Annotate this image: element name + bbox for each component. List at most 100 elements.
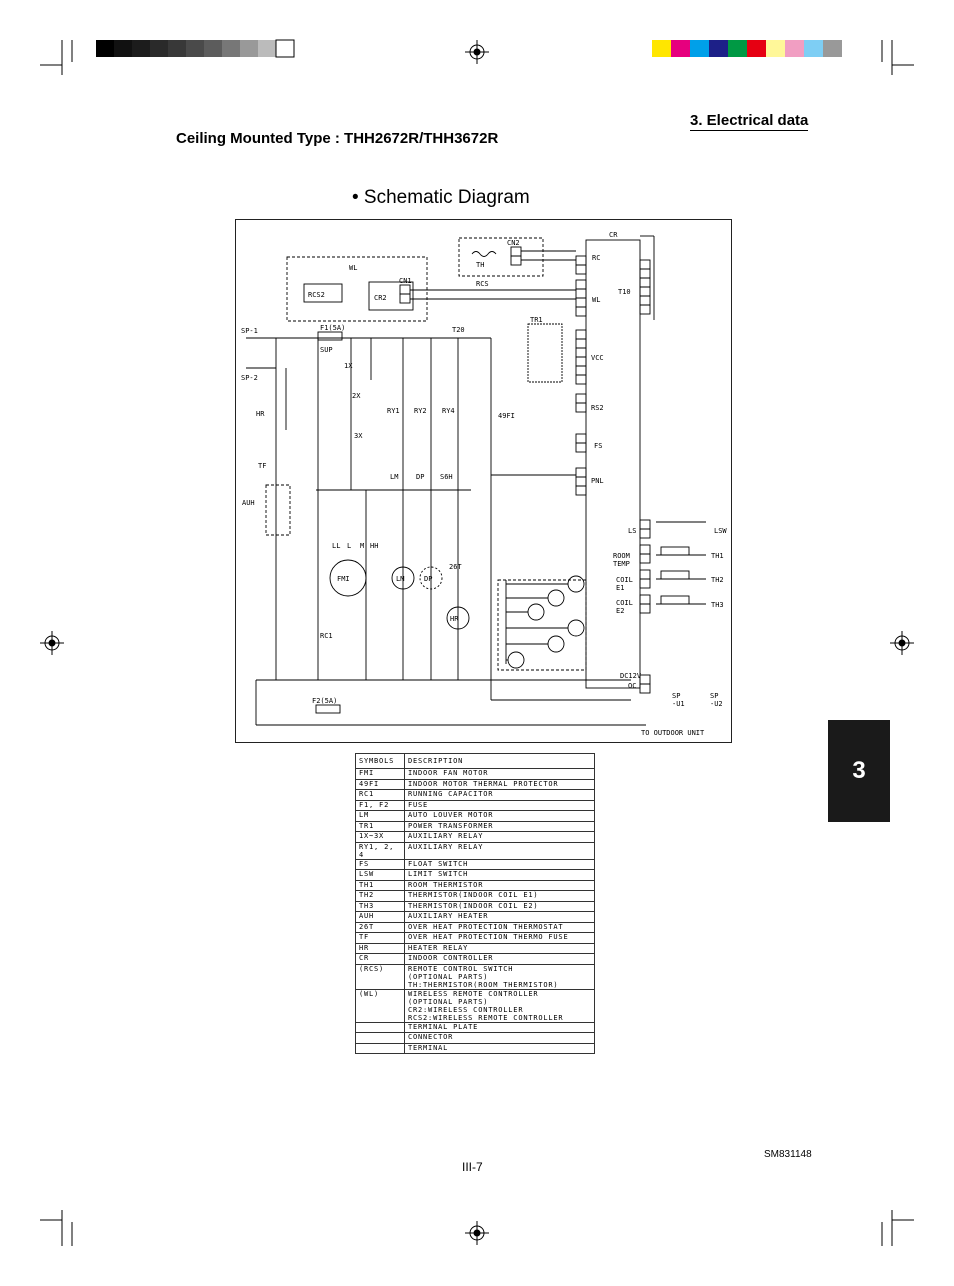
- cr-controller: [585, 239, 641, 689]
- legend-symbol: [355, 1042, 405, 1054]
- label-m: M: [360, 542, 364, 550]
- label-f1: F1(5A): [320, 324, 345, 332]
- color-swatch: [671, 40, 690, 57]
- rcs-box: [458, 237, 544, 277]
- legend-symbol: 1X~3X: [355, 831, 405, 843]
- label-th1: TH1: [711, 552, 724, 560]
- label-ll: LL: [332, 542, 340, 550]
- label-th2: TH2: [711, 576, 724, 584]
- label-tf: TF: [258, 462, 266, 470]
- label-rc: RC: [592, 254, 600, 262]
- legend-symbol: CR: [355, 953, 405, 965]
- legend-description: FLOAT SWITCH: [404, 858, 595, 870]
- legend-symbol: TF: [355, 932, 405, 944]
- legend-description: REMOTE CONTROL SWITCH (OPTIONAL PARTS) T…: [404, 963, 595, 990]
- legend-symbol: AUH: [355, 911, 405, 923]
- legend-col-symbols: SYMBOLS: [355, 753, 405, 769]
- hr-relay-coil: [446, 606, 470, 630]
- legend-description: AUXILIARY RELAY: [404, 831, 595, 843]
- label-rcs2: RCS2: [308, 291, 325, 299]
- connector-pin: [575, 433, 587, 444]
- connector-pin: [639, 578, 651, 589]
- label-th3: TH3: [711, 601, 724, 609]
- doc-code: SM831148: [764, 1149, 812, 1160]
- label-dp2: DP: [416, 473, 424, 481]
- legend-description: THERMISTOR(INDOOR COIL E2): [404, 900, 595, 912]
- label-l: L: [347, 542, 351, 550]
- legend-description: AUTO LOUVER MOTOR: [404, 810, 595, 822]
- legend-description: AUXILIARY RELAY: [404, 841, 595, 860]
- connector-pin: [575, 264, 587, 275]
- connector-pin: [575, 279, 587, 290]
- connector-pin: [575, 297, 587, 308]
- legend-description: FUSE: [404, 799, 595, 811]
- label-ls: LS: [628, 527, 636, 535]
- connector-pin: [575, 329, 587, 340]
- legend-description: TERMINAL PLATE: [404, 1021, 595, 1033]
- label-sup: SUP: [320, 346, 333, 354]
- label-hh: HH: [370, 542, 378, 550]
- legend-row: (RCS)REMOTE CONTROL SWITCH (OPTIONAL PAR…: [355, 963, 595, 990]
- label-t10: T10: [618, 288, 631, 296]
- label-rc1: RC1: [320, 632, 333, 640]
- legend-symbol: TR1: [355, 820, 405, 832]
- connector-pin: [575, 306, 587, 317]
- legend-description: INDOOR CONTROLLER: [404, 953, 595, 965]
- connector-pin: [575, 338, 587, 349]
- color-swatch: [728, 40, 747, 57]
- connector-pin: [639, 528, 651, 539]
- connector-pin: [639, 304, 651, 315]
- legend-description: HEATER RELAY: [404, 942, 595, 954]
- label-lm2: LM: [390, 473, 398, 481]
- registration-target-top: [465, 40, 489, 64]
- legend-symbol: HR: [355, 942, 405, 954]
- connector-pin: [639, 286, 651, 297]
- label-to-outdoor: TO OUTDOOR UNIT: [641, 729, 705, 737]
- label-sp-u2: -U2: [710, 700, 723, 708]
- label-ry1: RY1: [387, 407, 400, 415]
- label-wl2: WL: [592, 296, 600, 304]
- legend-symbol: FS: [355, 858, 405, 870]
- registration-target-right: [890, 631, 914, 655]
- legend-symbol: 49FI: [355, 778, 405, 790]
- legend-row: CONNECTOR: [355, 1032, 595, 1044]
- connector-pin: [575, 374, 587, 385]
- legend-symbol: TH3: [355, 900, 405, 912]
- grayscale-bar: [96, 39, 295, 58]
- color-swatch: [690, 40, 709, 57]
- chapter-tab: 3: [828, 720, 890, 822]
- label-lm: LM: [396, 575, 404, 583]
- label-coil-e2: E2: [616, 607, 624, 615]
- color-bar: [652, 40, 842, 57]
- legend-symbol: RY1, 2, 4: [355, 841, 405, 860]
- label-auh: AUH: [242, 499, 255, 507]
- label-sp-u2: SP: [710, 692, 718, 700]
- page-number: III-7: [462, 1160, 483, 1174]
- connector-pin: [575, 365, 587, 376]
- registration-target-bottom: [465, 1221, 489, 1245]
- label-coil-e1: E1: [616, 584, 624, 592]
- legend-row: TERMINAL PLATE: [355, 1021, 595, 1033]
- label-t20: T20: [452, 326, 465, 334]
- label-sp1: SP-1: [241, 327, 258, 335]
- label-f49: 49FI: [498, 412, 515, 420]
- label-lsw: LSW: [714, 527, 727, 535]
- connector-pin: [575, 476, 587, 487]
- label-ry4: RY4: [442, 407, 455, 415]
- legend-symbol: [355, 1021, 405, 1033]
- label-sp-u1: SP: [672, 692, 680, 700]
- legend-symbol: TH1: [355, 879, 405, 891]
- label-hr2: HR: [450, 615, 459, 623]
- legend-symbol: F1, F2: [355, 799, 405, 811]
- diagram-title: • Schematic Diagram: [352, 187, 530, 208]
